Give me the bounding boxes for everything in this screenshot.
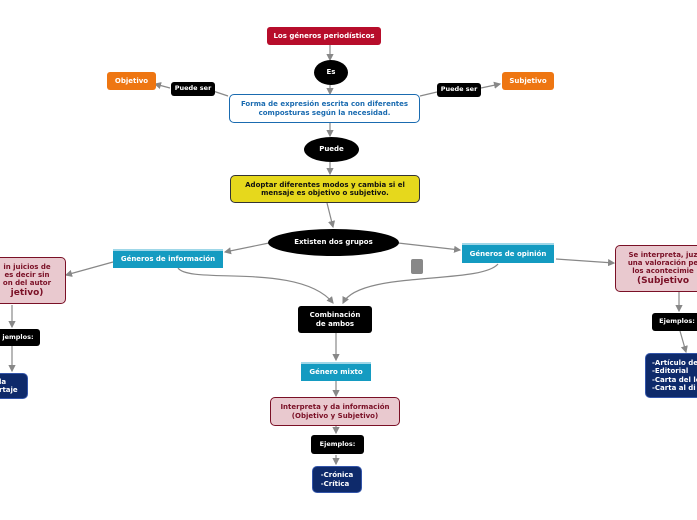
opinion-description-node[interactable]: Se interpreta, juz una valoración pe los… xyxy=(615,245,697,292)
generos-informacion-node[interactable]: Géneros de información xyxy=(113,249,223,268)
opinion-desc-line: Se interpreta, juz xyxy=(628,250,697,259)
es-node[interactable]: Es xyxy=(314,60,348,85)
puede-node[interactable]: Puede xyxy=(304,137,359,162)
center-examples-node[interactable]: -Crónica -Crítica xyxy=(312,466,362,493)
root-node[interactable]: Los géneros periodísticos xyxy=(267,27,381,45)
dos-grupos-node[interactable]: Extisten dos grupos xyxy=(268,229,399,256)
drag-handle[interactable] xyxy=(411,259,423,274)
puede-ser-left-label[interactable]: Puede ser xyxy=(171,82,215,96)
ejemplos-left-node[interactable]: jemplos: xyxy=(0,329,40,346)
generos-opinion-node[interactable]: Géneros de opinión xyxy=(462,243,554,263)
opinion-desc-line: una valoración pe xyxy=(627,258,697,267)
info-desc-line: es decir sin xyxy=(4,270,50,279)
subjetivo-node[interactable]: Subjetivo xyxy=(502,72,554,90)
left-examples-node[interactable]: la rtaje xyxy=(0,373,28,399)
info-desc-line: in juicios de xyxy=(3,262,51,271)
ejemplos-center-node[interactable]: Ejemplos: xyxy=(311,435,364,454)
opinion-desc-line: (Subjetivo xyxy=(636,275,690,286)
interpreta-node[interactable]: Interpreta y da información (Objetivo y … xyxy=(270,397,400,426)
genero-mixto-node[interactable]: Género mixto xyxy=(301,362,371,381)
opinion-desc-line: los acontecimie xyxy=(632,267,694,276)
adopt-node[interactable]: Adoptar diferentes modos y cambia si el … xyxy=(230,175,420,203)
right-examples-node[interactable]: -Artículo de -Editorial -Carta del le -C… xyxy=(645,353,697,398)
combinacion-node[interactable]: Combinación de ambos xyxy=(298,306,372,333)
definition-node[interactable]: Forma de expresión escrita con diferente… xyxy=(229,94,420,123)
info-desc-line: jetivo) xyxy=(10,287,44,298)
objetivo-node[interactable]: Objetivo xyxy=(107,72,156,90)
info-desc-line: on del autor xyxy=(2,279,52,288)
ejemplos-right-node[interactable]: Ejemplos: xyxy=(652,313,697,331)
info-description-node[interactable]: in juicios de es decir sin on del autor … xyxy=(0,257,66,304)
puede-ser-right-label[interactable]: Puede ser xyxy=(437,83,481,97)
